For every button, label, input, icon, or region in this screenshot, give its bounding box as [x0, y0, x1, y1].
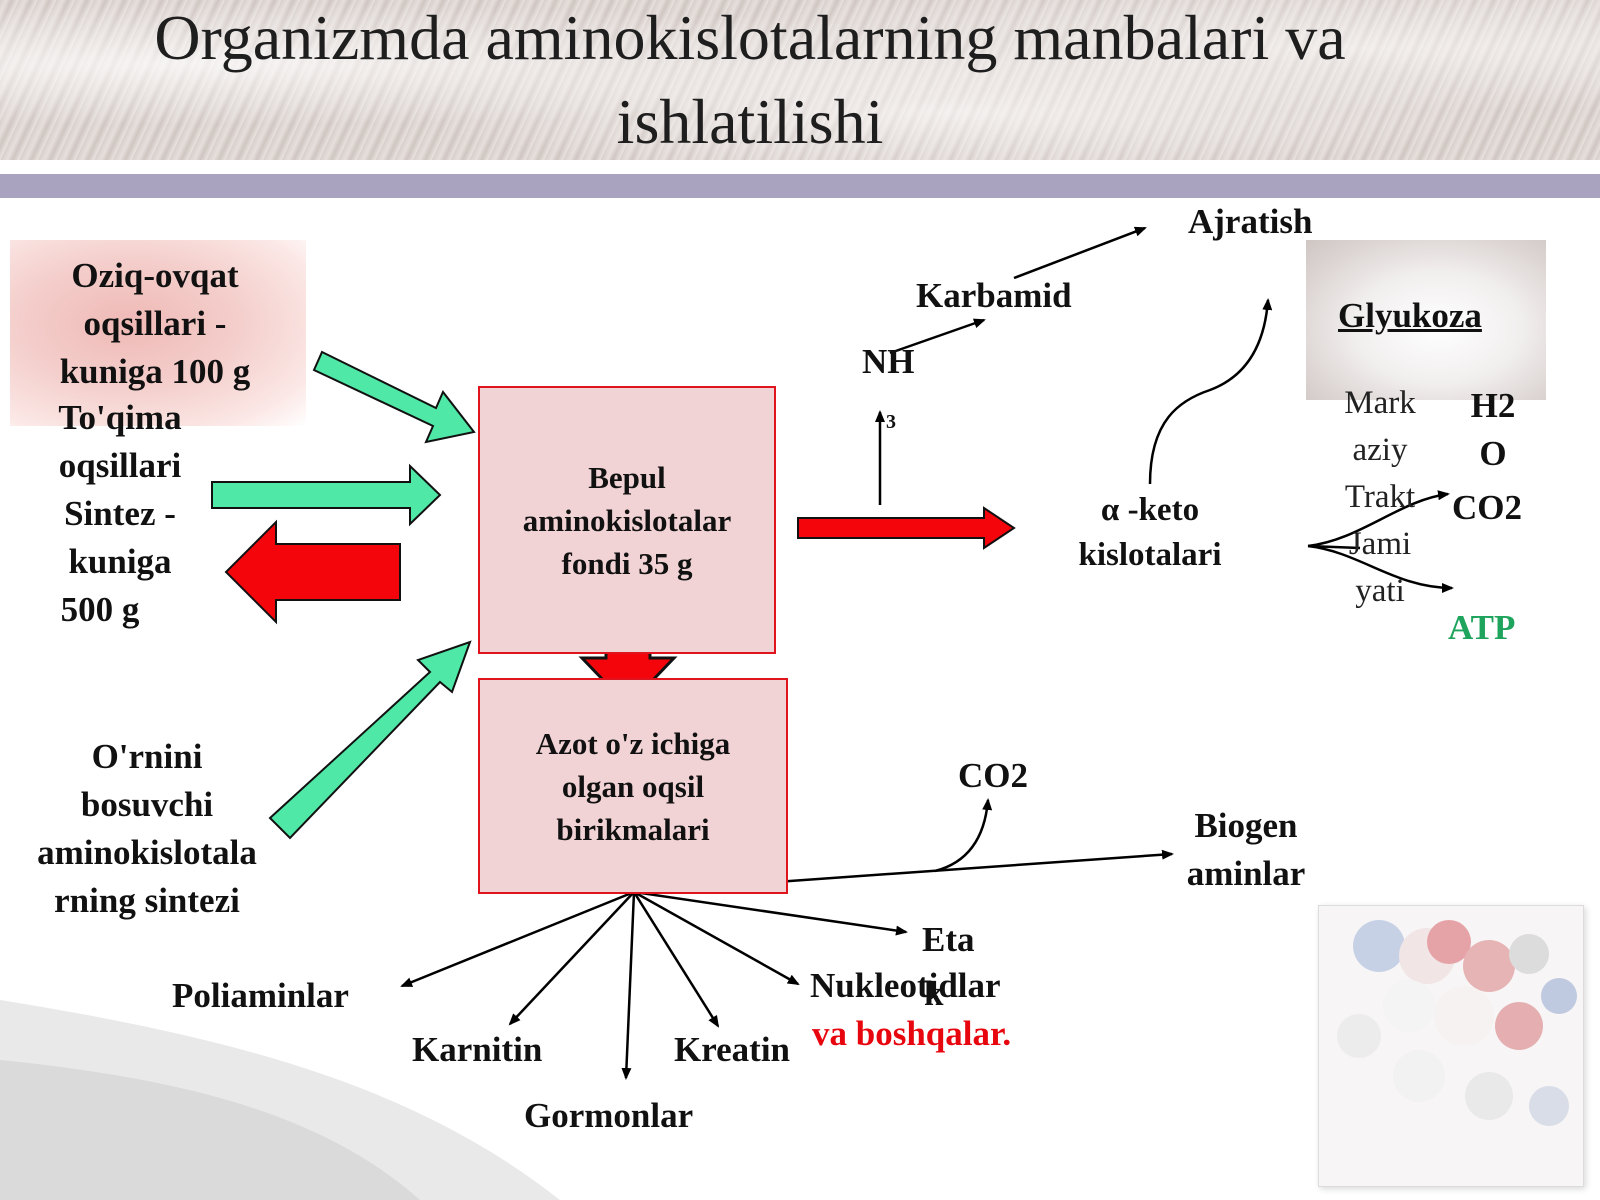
- arrow-keto-glucose: [1148, 298, 1273, 485]
- kreatin-label: Kreatin: [674, 1030, 791, 1069]
- sugar-photo: [1306, 240, 1546, 400]
- arrow-keto-atp: [1307, 544, 1454, 593]
- k-label: k: [924, 974, 944, 1013]
- arrow-kreatin: [632, 891, 720, 1028]
- arrow-poliaminlar: [400, 890, 635, 988]
- green-arrow-food: [312, 350, 476, 444]
- header-divider: [0, 174, 1600, 198]
- green-arrow-tissue: [211, 463, 442, 527]
- nh-label: NH: [862, 342, 915, 381]
- arrow-co2: [934, 798, 993, 873]
- glyukoza-label: Glyukoza: [1338, 296, 1482, 335]
- arrow-nh-karbamid: [889, 318, 986, 355]
- arrow-nukleotidlar: [633, 890, 800, 986]
- meat-photo: [10, 240, 306, 426]
- page-title: Organizmda aminokislotalarning manbalari…: [154, 2, 1346, 157]
- nh3-subscript: 3: [886, 411, 896, 433]
- molecule-image: [1318, 905, 1584, 1187]
- line-keto-trakt: [1307, 544, 1361, 550]
- gormonlar-label: Gormonlar: [524, 1096, 694, 1135]
- green-arrow-synthesis: [268, 640, 472, 840]
- atp-label: ATP: [1448, 608, 1516, 647]
- title-background: [0, 0, 1600, 160]
- ajratish-label: Ajratish: [1188, 202, 1313, 241]
- arrow-karnitin: [508, 891, 635, 1026]
- arrow-eta: [633, 890, 908, 936]
- eta-label: Eta: [922, 920, 975, 959]
- karnitin-label: Karnitin: [412, 1030, 543, 1069]
- background-swoosh: [0, 1000, 560, 1200]
- arrow-karbamid-ajratish: [1013, 226, 1147, 280]
- co2-top-label: CO2: [1452, 488, 1522, 527]
- red-arrow-right: [797, 506, 1016, 550]
- poliaminlar-label: Poliaminlar: [172, 976, 349, 1015]
- arrow-gormonlar: [621, 891, 636, 1080]
- and-others-label: va boshqalar.: [812, 1014, 1012, 1053]
- karbamid-label: Karbamid: [916, 276, 1072, 315]
- nukleotidlar-label: Nukleotidlar: [810, 966, 1001, 1005]
- red-arrow-left: [224, 519, 401, 625]
- co2-product-label: CO2: [958, 756, 1028, 795]
- arrow-keto-co2: [1307, 490, 1450, 548]
